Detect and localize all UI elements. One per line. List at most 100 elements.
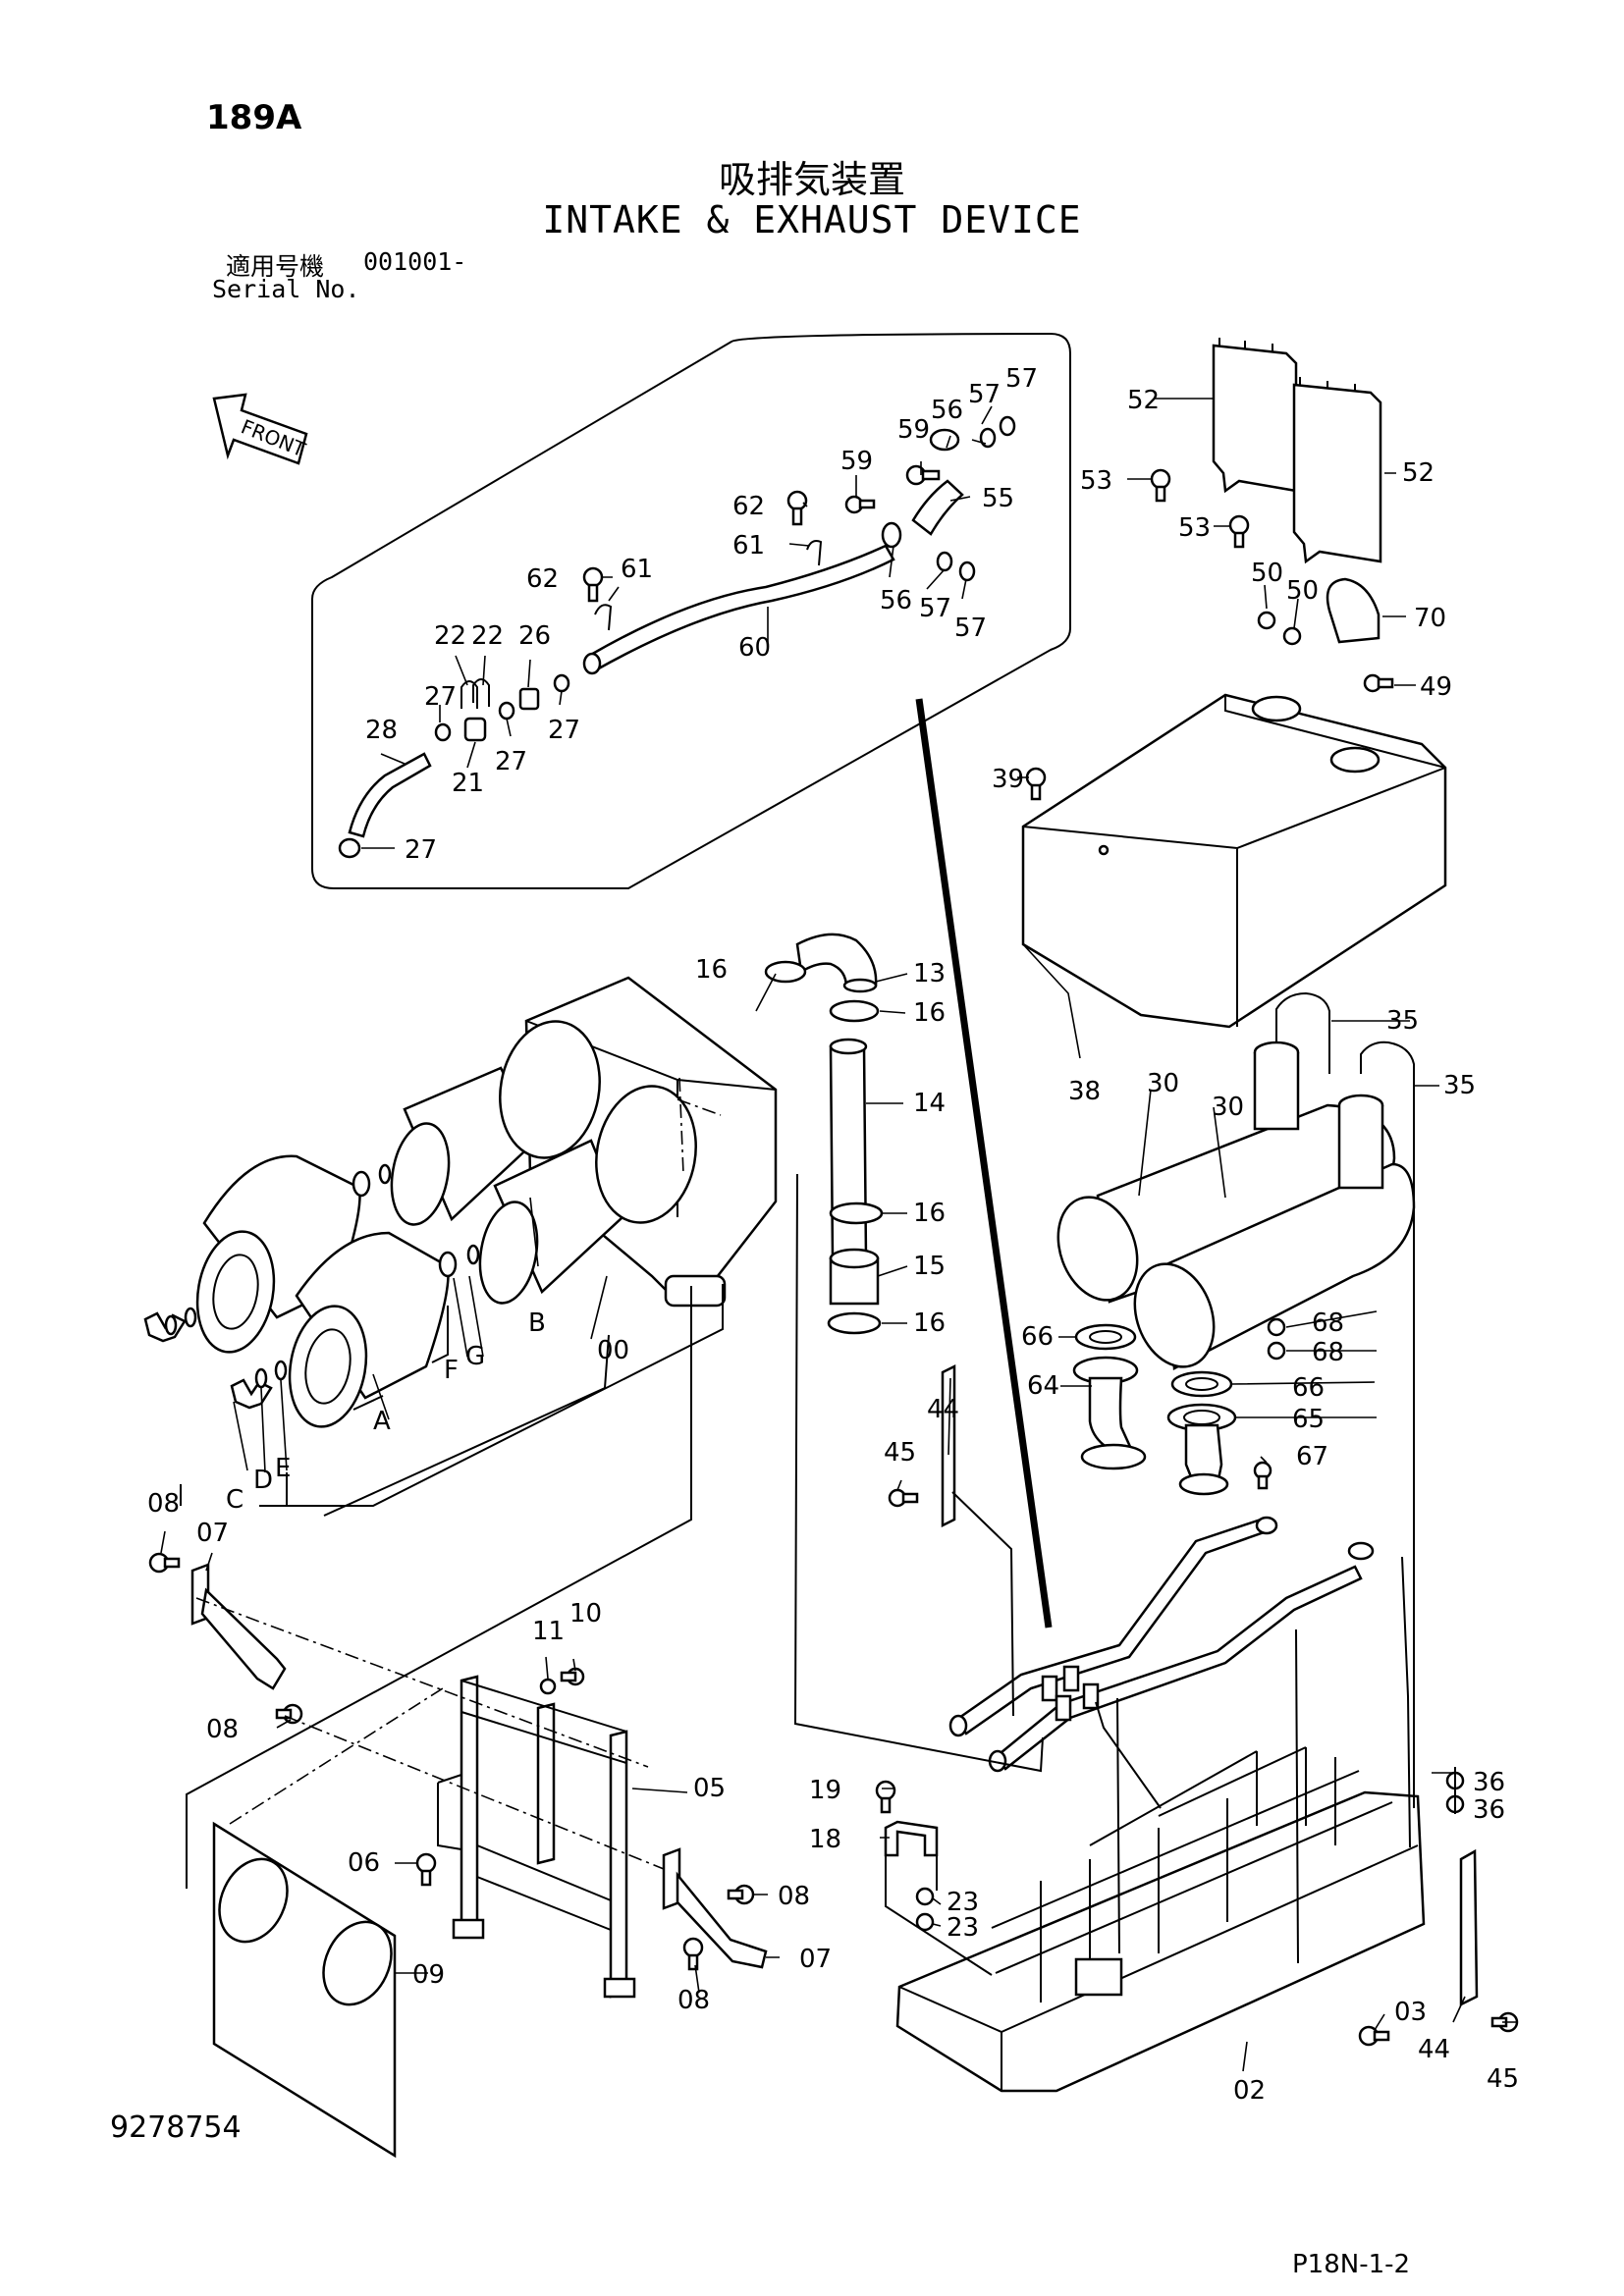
label-57a: 57 <box>968 380 1001 409</box>
drain-pipes <box>948 1516 1375 1773</box>
label-16d: 16 <box>913 1308 946 1338</box>
label-27b: 27 <box>495 747 527 776</box>
washer-50a <box>1257 611 1276 630</box>
label-59b: 59 <box>840 447 873 476</box>
clamp-16b <box>829 999 880 1023</box>
front-direction-arrow: FRONT <box>212 393 309 465</box>
heat-shield-52-left <box>1212 338 1298 494</box>
bolt-39 <box>1025 767 1047 801</box>
label-16c: 16 <box>913 1199 946 1228</box>
washer-E <box>274 1360 288 1381</box>
label-66b: 66 <box>1292 1373 1325 1403</box>
tailpipe-elbow-70 <box>1326 577 1380 644</box>
page-reference: P18N-1-2 <box>1292 2250 1411 2279</box>
label-10: 10 <box>569 1599 602 1629</box>
label-44a: 44 <box>927 1395 959 1424</box>
label-15: 15 <box>913 1252 946 1281</box>
document-number: 9278754 <box>110 2110 242 2145</box>
label-39: 39 <box>992 765 1024 794</box>
detail-bolt-59a <box>905 464 941 486</box>
heat-shield-52-right <box>1292 377 1382 564</box>
label-21: 21 <box>452 769 484 798</box>
title-japanese: 吸排気装置 <box>718 158 905 201</box>
label-61b: 61 <box>621 555 653 584</box>
title-english: INTAKE & EXHAUST DEVICE <box>542 198 1082 241</box>
bolt-53a <box>1150 468 1171 503</box>
detail-washer-57c <box>936 551 953 572</box>
label-22b: 22 <box>471 621 504 651</box>
bolt-08b <box>275 1703 303 1725</box>
bolt-10 <box>560 1667 585 1686</box>
label-G: G <box>465 1342 485 1371</box>
detail-ring-27a <box>434 722 452 742</box>
detail-washer-57 <box>999 415 1016 437</box>
label-50b: 50 <box>1286 576 1319 606</box>
label-22a: 22 <box>434 621 466 651</box>
label-28: 28 <box>365 716 398 745</box>
label-68b: 68 <box>1312 1338 1344 1367</box>
nut-23b <box>915 1912 935 1932</box>
label-57b: 57 <box>1005 364 1038 394</box>
label-53b: 53 <box>1178 513 1211 543</box>
label-08c: 08 <box>778 1882 810 1911</box>
frame-05 <box>437 1675 636 1999</box>
washer-E-left <box>184 1307 197 1328</box>
bolt-19 <box>875 1780 896 1814</box>
label-23a: 23 <box>947 1888 979 1917</box>
detail-end-27d <box>338 837 361 859</box>
label-B: B <box>528 1308 546 1338</box>
label-56a: 56 <box>931 396 963 425</box>
label-05: 05 <box>693 1774 726 1803</box>
part-labels: 52 52 53 53 50 50 70 49 39 38 30 30 35 3… <box>147 364 1519 2106</box>
clamp-16d <box>827 1311 882 1335</box>
label-19: 19 <box>809 1776 841 1805</box>
detail-fitting-21 <box>463 717 487 742</box>
label-F: F <box>444 1356 459 1385</box>
bracket-07-left <box>190 1563 287 1690</box>
label-38: 38 <box>1068 1077 1101 1106</box>
label-62b: 62 <box>526 564 559 594</box>
label-30b: 30 <box>1212 1093 1244 1122</box>
hose-15 <box>829 1248 880 1306</box>
serial-label-japanese: 適用号機 <box>226 252 325 281</box>
exhaust-pipe-65b <box>1178 1423 1229 1496</box>
label-07a: 07 <box>196 1519 229 1548</box>
intake-pipe-14 <box>829 1038 868 1267</box>
label-44b: 44 <box>1418 2035 1450 2064</box>
nut-F-left <box>352 1170 371 1198</box>
label-11: 11 <box>532 1617 565 1646</box>
label-18: 18 <box>809 1825 841 1854</box>
serial-value: 001001- <box>363 247 467 276</box>
label-59a: 59 <box>897 415 930 445</box>
detail-bolt-62b <box>582 566 604 603</box>
nut-23a <box>915 1887 935 1906</box>
detail-clip-61a <box>806 540 823 566</box>
exhaust-pipe-64 <box>1072 1356 1147 1470</box>
label-D: D <box>253 1466 273 1495</box>
nut-68a <box>1267 1317 1286 1337</box>
label-70: 70 <box>1414 604 1446 633</box>
label-03: 03 <box>1394 1998 1427 2027</box>
detail-elbow-55 <box>911 479 964 536</box>
label-35a: 35 <box>1386 1006 1419 1036</box>
bolt-53b <box>1228 514 1250 549</box>
label-08a: 08 <box>147 1489 180 1519</box>
bolt-03 <box>1358 2025 1390 2047</box>
label-45b: 45 <box>1487 2064 1519 2094</box>
clamp-16c <box>829 1201 884 1225</box>
bracket-44-right <box>1459 1848 1479 2007</box>
label-27d: 27 <box>405 835 437 865</box>
label-65: 65 <box>1292 1405 1325 1434</box>
label-27c: 27 <box>548 716 580 745</box>
label-56b: 56 <box>880 586 912 615</box>
bolt-08c <box>727 1884 755 1905</box>
label-07b: 07 <box>799 1945 832 1974</box>
bolt-45-mid <box>888 1488 919 1508</box>
bracket-18 <box>884 1820 939 1857</box>
nut-68b <box>1267 1341 1286 1361</box>
label-A: A <box>373 1407 391 1436</box>
label-14: 14 <box>913 1089 946 1118</box>
washer-D-left <box>164 1314 178 1336</box>
detail-bolt-62a <box>786 490 808 526</box>
gasket-66b <box>1170 1370 1233 1398</box>
